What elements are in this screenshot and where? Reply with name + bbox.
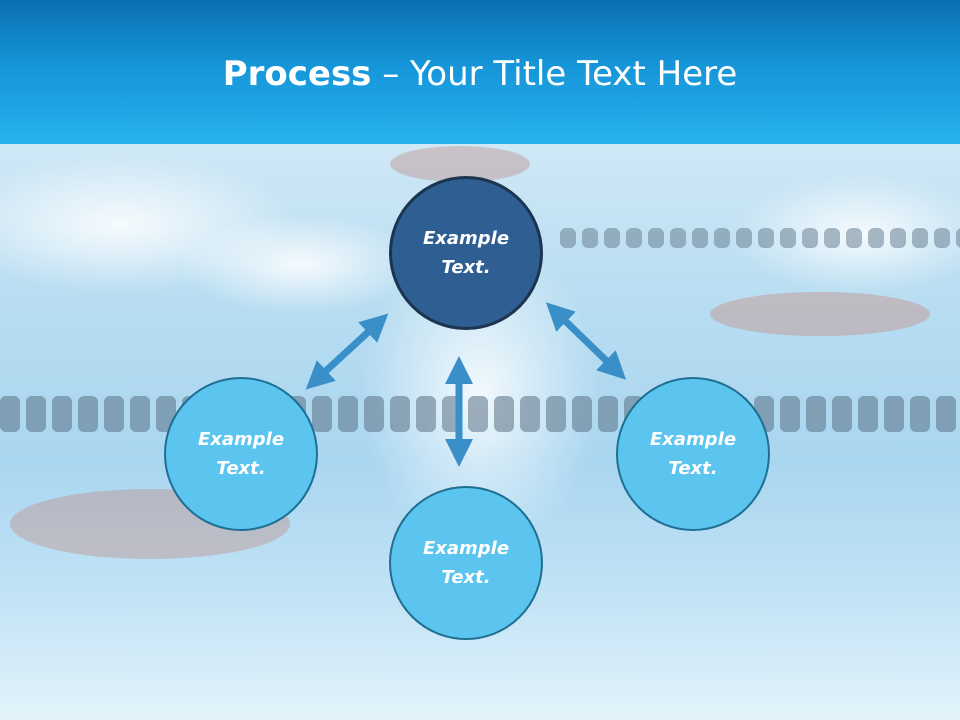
process-node-top: Example Text. — [389, 176, 543, 330]
node-right-line2: Text. — [668, 458, 718, 479]
node-left-line1: Example — [197, 429, 285, 450]
node-top-line2: Text. — [441, 257, 491, 278]
slide-title: Process – Your Title Text Here — [0, 50, 960, 98]
node-bottom-line1: Example — [422, 538, 510, 559]
pool-photo-backdrop — [0, 146, 960, 559]
double-arrow-icon — [305, 313, 389, 390]
title-bold: Process — [222, 54, 372, 94]
process-node-bottom: Example Text. — [389, 486, 543, 640]
process-node-right: Example Text. — [616, 377, 770, 531]
title-banner: Process – Your Title Text Here — [0, 0, 960, 144]
node-bottom-line2: Text. — [441, 567, 491, 588]
node-left-line2: Text. — [216, 458, 266, 479]
node-bottom-label: Example Text. — [406, 534, 526, 592]
node-right-line1: Example — [649, 429, 737, 450]
title-rest: – Your Title Text Here — [371, 54, 738, 94]
node-right-label: Example Text. — [633, 425, 753, 483]
node-top-line1: Example — [422, 228, 510, 249]
node-left-label: Example Text. — [181, 425, 301, 483]
double-arrow-icon — [545, 302, 627, 380]
process-node-left: Example Text. — [164, 377, 318, 531]
node-top-label: Example Text. — [406, 224, 526, 282]
